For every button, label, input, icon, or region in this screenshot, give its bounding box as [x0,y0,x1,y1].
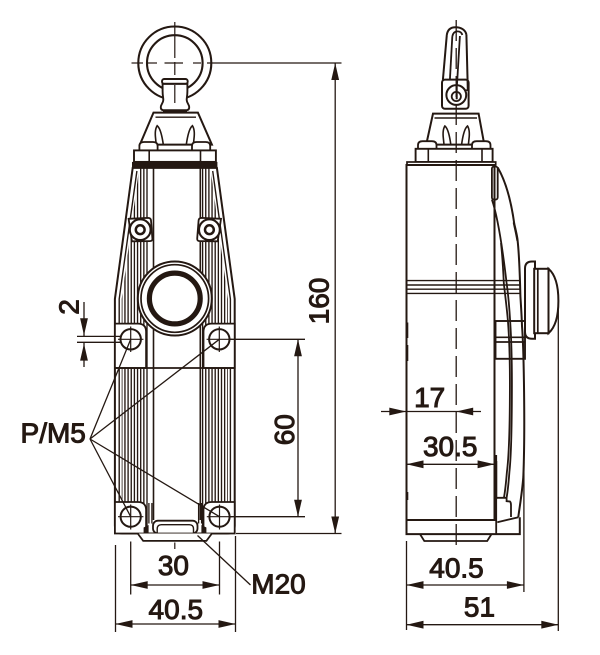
svg-text:30.5: 30.5 [423,431,478,462]
svg-text:40.5: 40.5 [149,594,204,625]
svg-text:160: 160 [304,278,335,325]
svg-text:17: 17 [414,382,445,413]
svg-text:30: 30 [158,550,189,581]
svg-text:51: 51 [464,592,495,623]
svg-text:P/M5: P/M5 [21,418,86,449]
svg-text:60: 60 [269,414,300,445]
svg-text:40.5: 40.5 [429,553,484,584]
svg-text:M20: M20 [251,568,305,599]
svg-text:2: 2 [54,299,85,315]
